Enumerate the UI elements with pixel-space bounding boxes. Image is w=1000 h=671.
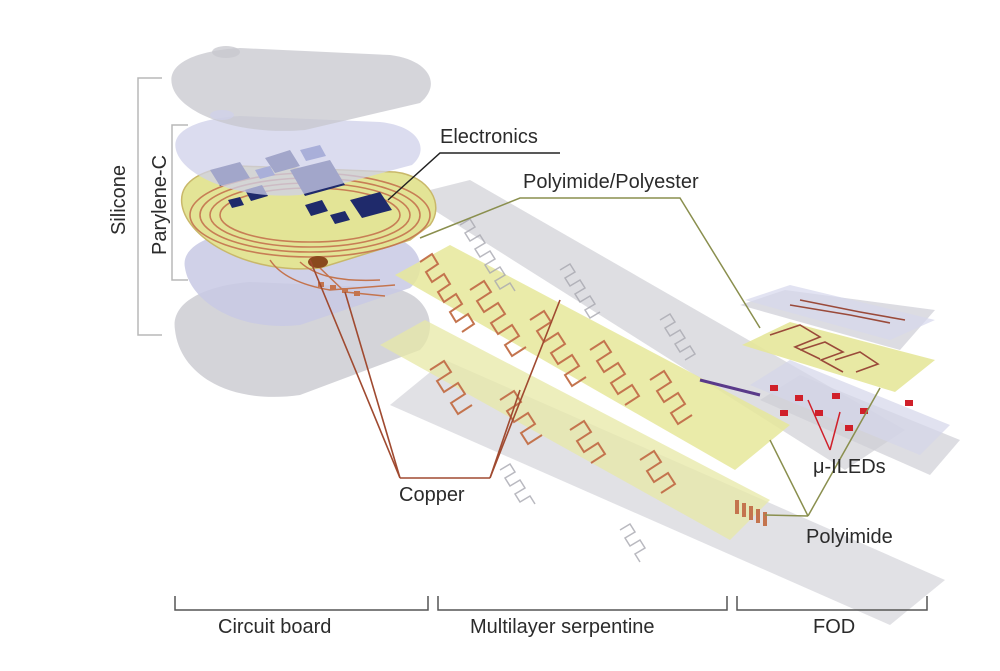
- fod-parylene-top-layer: [745, 285, 935, 340]
- serpentine-bracket: [437, 596, 728, 611]
- copper-solder-blob: [308, 256, 328, 268]
- polyimide-label: Polyimide: [806, 526, 893, 548]
- polyimide-leaders: [764, 387, 881, 517]
- parylene-bracket: [171, 124, 188, 281]
- serpentine-silicone-loops: [459, 217, 697, 563]
- fod-section-label: FOD: [813, 616, 856, 638]
- micro-ileds-label: μ-ILEDs: [813, 456, 886, 478]
- copper-label: Copper: [399, 484, 465, 506]
- circuit-copper-pads: [318, 282, 360, 296]
- serpentine-end-pads: [735, 500, 767, 526]
- fod-led-chips: [770, 385, 913, 431]
- serpentine-purple-lead: [699, 378, 761, 397]
- circuit-parylene-top-layer: [175, 116, 421, 196]
- serpentine-polyimide-layer: [395, 245, 790, 470]
- silicone-bracket: [137, 77, 162, 336]
- electronics-label: Electronics: [440, 126, 538, 148]
- fod-bracket: [736, 596, 928, 611]
- silicone-tab: [212, 46, 240, 58]
- electronics-leader: [387, 152, 560, 201]
- copper-leaders: [309, 259, 561, 479]
- fod-polyimide-layer: [742, 322, 935, 392]
- serpentine-section-label: Multilayer serpentine: [470, 616, 655, 638]
- circuit-silicone-top-layer: [171, 48, 431, 131]
- fod-parylene-bottom-layer: [750, 360, 950, 455]
- micro-ileds-leaders: [807, 399, 841, 451]
- polyimide-polyester-label: Polyimide/Polyester: [523, 171, 699, 193]
- parylene-tab: [210, 110, 234, 120]
- silicone-label: Silicone: [108, 164, 130, 236]
- circuit-board-section-label: Circuit board: [218, 616, 332, 638]
- serpentine-copper-traces: [419, 252, 693, 494]
- circuit-board-bracket: [174, 596, 429, 611]
- fod-copper-traces: [769, 299, 906, 373]
- polyimide-polyester-leader: [419, 197, 761, 329]
- parylene-label: Parylene-C: [149, 154, 171, 255]
